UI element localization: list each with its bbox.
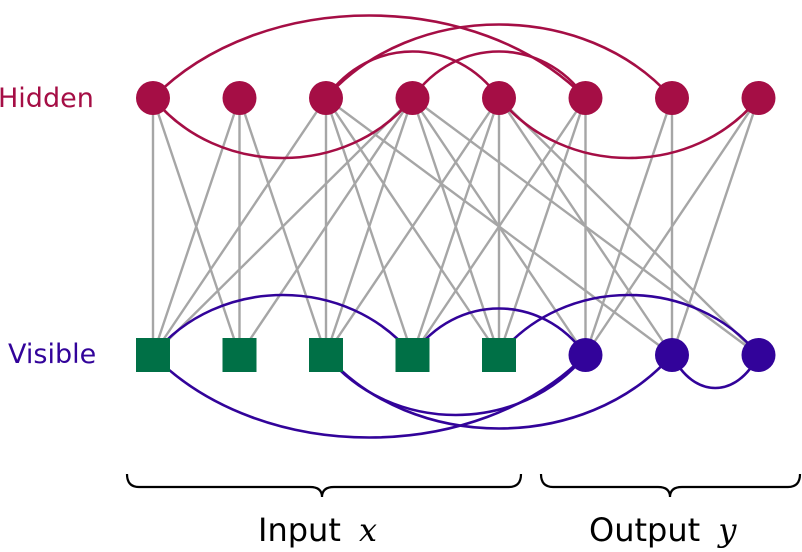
input-label-var: x (359, 511, 377, 549)
visible-arc-0-3-above (151, 293, 414, 356)
edge-h5-v4 (497, 97, 587, 356)
hidden-arc-3-5-above (411, 50, 587, 99)
input-brace (125, 473, 523, 498)
visible-input-node-2 (222, 338, 257, 372)
hidden-node-5 (482, 81, 516, 115)
edge-h4-v3 (411, 97, 501, 356)
visible-arc-4-7-above (497, 293, 760, 356)
lateral-arcs (151, 14, 760, 439)
edge-h1-v0 (151, 97, 241, 356)
visible-input-node-4 (395, 338, 430, 372)
hidden-node-6 (568, 81, 603, 115)
edge-h2-v0 (152, 97, 327, 356)
hidden-node-8 (741, 81, 776, 115)
visible-arc-0-5-below (152, 354, 587, 439)
visible-nodes (136, 338, 776, 372)
edge-h3-v1 (238, 97, 414, 356)
visible-input-node-5 (482, 338, 516, 372)
edge-h7-v5 (584, 97, 760, 356)
visible-input-node-3 (309, 338, 343, 372)
visible-arc-2-5-below (324, 354, 587, 417)
input-label-word: Input (258, 511, 341, 549)
output-label-word: Output (589, 511, 700, 549)
hidden-node-4 (395, 81, 430, 115)
hidden-arc-2-6-above (325, 23, 673, 99)
edge-h4-v2 (325, 97, 500, 356)
visible-output-node-1 (568, 338, 603, 372)
hidden-arc-4-7-below (497, 97, 760, 160)
visible-output-node-2 (655, 338, 689, 372)
visible-label: Visible (8, 339, 96, 370)
hidden-arc-0-3-below (151, 97, 414, 160)
cross-edges (151, 97, 760, 356)
visible-output-node-3 (741, 338, 776, 372)
hidden-arc-0-5-above (152, 14, 587, 99)
hidden-label: Hidden (0, 83, 94, 114)
hidden-node-1 (136, 81, 170, 115)
input-label: Input x (258, 511, 377, 549)
hidden-arc-2-4-above (324, 50, 501, 99)
edge-h5-v3 (411, 97, 587, 356)
edge-h6-v5 (584, 97, 674, 356)
edge-h7-v6 (670, 97, 760, 356)
visible-arc-3-5-above (411, 307, 587, 356)
output-label-var: y (716, 511, 737, 549)
output-brace (539, 473, 802, 498)
hidden-node-3 (309, 81, 343, 115)
edge-h3-v2 (324, 97, 414, 356)
visible-input-node-1 (136, 338, 170, 372)
edge-h3-v0 (152, 97, 414, 356)
hidden-nodes (136, 81, 776, 115)
hidden-node-2 (222, 81, 257, 115)
hidden-node-7 (655, 81, 689, 115)
output-label: Output y (589, 511, 737, 549)
